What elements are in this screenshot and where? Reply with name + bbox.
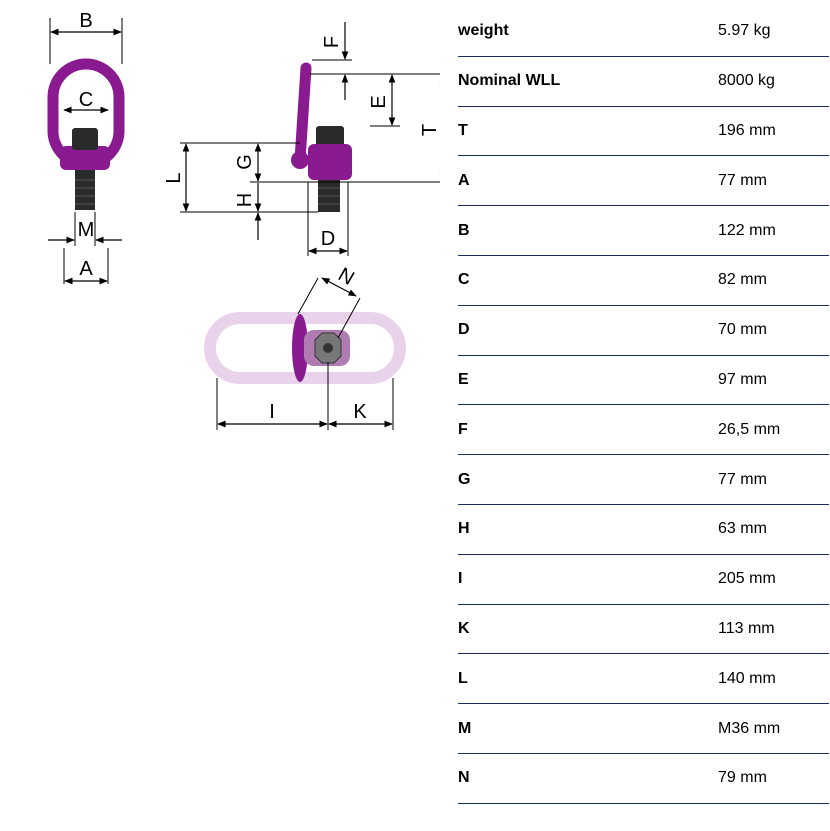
- spec-label: T: [458, 106, 718, 157]
- spec-value: 196 mm: [718, 106, 829, 157]
- dimension-drawing: B C M A: [47, 10, 440, 430]
- dim-label-h: H: [234, 193, 256, 207]
- dim-label-l: L: [163, 172, 185, 183]
- dim-label-m: M: [78, 219, 95, 241]
- spec-value: 122 mm: [718, 205, 829, 256]
- spec-label: L: [458, 653, 718, 705]
- spec-value: 140 mm: [718, 653, 829, 705]
- spec-value: 26,5 mm: [718, 404, 829, 456]
- dim-label-e: E: [368, 95, 390, 108]
- dim-label-t: T: [419, 124, 440, 136]
- spec-value: 5.97 kg: [718, 7, 829, 57]
- spec-value: 205 mm: [718, 554, 829, 605]
- spec-value: 77 mm: [718, 454, 829, 505]
- top-ring: [204, 312, 406, 384]
- top-view: N I K: [204, 264, 406, 430]
- spec-label: F: [458, 404, 718, 456]
- side-shackle: [294, 62, 312, 166]
- dim-label-b: B: [79, 10, 92, 32]
- dim-label-g: G: [234, 154, 256, 170]
- spec-value: M36 mm: [718, 703, 829, 754]
- spec-label: D: [458, 305, 718, 356]
- spec-value: 63 mm: [718, 504, 829, 555]
- spec-label: N: [458, 753, 718, 804]
- side-view: F E T L G H D: [163, 22, 440, 256]
- dim-label-i: I: [269, 401, 275, 423]
- dim-label-d: D: [321, 228, 335, 250]
- front-body: [60, 146, 110, 170]
- spec-value: 8000 kg: [718, 56, 829, 107]
- spec-value: 113 mm: [718, 604, 829, 655]
- spec-label: B: [458, 205, 718, 256]
- spec-label: E: [458, 355, 718, 406]
- spec-label: K: [458, 604, 718, 655]
- dim-label-k: K: [353, 401, 367, 423]
- spec-value: 82 mm: [718, 255, 829, 306]
- spec-value: 70 mm: [718, 305, 829, 356]
- spec-label: C: [458, 255, 718, 306]
- side-body: [308, 144, 352, 180]
- spec-label: M: [458, 703, 718, 754]
- side-nut: [316, 126, 344, 146]
- dim-label-c: C: [79, 89, 93, 111]
- top-shackle: [292, 314, 308, 382]
- spec-label: Nominal WLL: [458, 56, 718, 107]
- spec-value: 77 mm: [718, 155, 829, 207]
- spec-label: I: [458, 554, 718, 605]
- front-view: B C M A: [47, 10, 125, 285]
- spec-label: H: [458, 504, 718, 555]
- dim-n-line: [321, 277, 357, 297]
- spec-value: 79 mm: [718, 753, 829, 804]
- spec-value: 97 mm: [718, 355, 829, 406]
- spec-label: G: [458, 454, 718, 505]
- front-nut: [72, 128, 98, 150]
- spec-label: weight: [458, 7, 718, 57]
- dim-label-a: A: [79, 258, 93, 280]
- dim-label-f: F: [321, 36, 343, 48]
- spec-label: A: [458, 155, 718, 207]
